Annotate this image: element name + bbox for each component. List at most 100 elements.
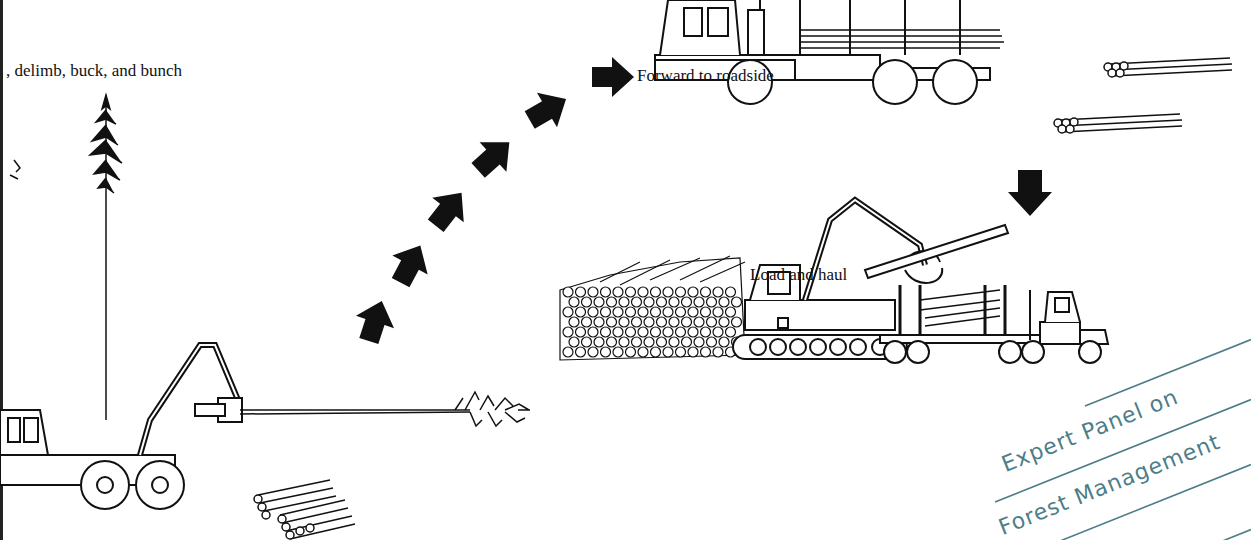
log-end bbox=[607, 337, 617, 347]
log-end bbox=[638, 347, 648, 357]
log-end bbox=[701, 307, 711, 317]
log-end bbox=[688, 347, 698, 357]
log-loader bbox=[850, 339, 866, 355]
log-bunch bbox=[254, 480, 355, 539]
forwarder-machine bbox=[933, 60, 977, 104]
log-end bbox=[657, 317, 667, 327]
log-truck bbox=[1055, 298, 1069, 312]
log-truck bbox=[1045, 292, 1080, 322]
log-end bbox=[626, 327, 636, 337]
log-loader bbox=[750, 339, 766, 355]
log-end bbox=[707, 337, 717, 347]
log-bundle bbox=[1070, 118, 1078, 126]
log-end bbox=[632, 337, 642, 347]
log-end bbox=[569, 337, 579, 347]
log-bunch bbox=[262, 511, 270, 519]
log-loader bbox=[810, 339, 826, 355]
log-end bbox=[707, 297, 717, 307]
harvester-machine bbox=[152, 477, 168, 493]
log-end bbox=[619, 317, 629, 327]
harvester-machine bbox=[195, 404, 225, 416]
log-end bbox=[582, 297, 592, 307]
forwarder-machine bbox=[873, 60, 917, 104]
log-end bbox=[563, 307, 573, 317]
log-end bbox=[601, 327, 611, 337]
log-bundle bbox=[1120, 62, 1128, 70]
log-deck bbox=[560, 258, 745, 360]
log-end bbox=[676, 327, 686, 337]
log-end bbox=[569, 317, 579, 327]
log-end bbox=[694, 317, 704, 327]
log-end bbox=[588, 327, 598, 337]
forwarder-machine bbox=[655, 0, 1004, 104]
harvester-machine bbox=[81, 461, 129, 509]
log-truck bbox=[880, 285, 1108, 363]
standing-tree bbox=[90, 95, 122, 193]
log-end bbox=[701, 287, 711, 297]
log-end bbox=[638, 307, 648, 317]
log-loader bbox=[805, 200, 925, 300]
log-end bbox=[707, 317, 717, 327]
log-bundle bbox=[1054, 58, 1232, 133]
flow-arrows bbox=[350, 295, 401, 347]
forwarder-machine bbox=[790, 0, 960, 55]
panel-rule bbox=[1180, 530, 1251, 540]
standing-tree bbox=[10, 160, 20, 179]
log-end bbox=[613, 347, 623, 357]
log-end bbox=[601, 307, 611, 317]
log-end bbox=[663, 347, 673, 357]
standing-tree bbox=[10, 95, 122, 420]
log-end bbox=[576, 347, 586, 357]
log-end bbox=[732, 297, 742, 307]
felled-tree bbox=[240, 412, 470, 414]
log-bundle bbox=[1108, 69, 1116, 77]
log-end bbox=[619, 297, 629, 307]
log-bunch bbox=[278, 515, 286, 523]
log-bunch bbox=[306, 524, 314, 532]
log-end bbox=[607, 317, 617, 327]
forwarder-machine bbox=[759, 0, 761, 10]
step-label: Load and haul bbox=[750, 266, 847, 283]
log-end bbox=[588, 307, 598, 317]
log-end bbox=[632, 297, 642, 307]
log-end bbox=[663, 307, 673, 317]
harvester-machine bbox=[0, 410, 48, 455]
log-end bbox=[576, 327, 586, 337]
log-end bbox=[719, 297, 729, 307]
log-deck bbox=[600, 256, 745, 285]
log-end bbox=[719, 337, 729, 347]
log-end bbox=[651, 307, 661, 317]
log-end bbox=[626, 287, 636, 297]
forwarder-machine bbox=[800, 30, 1004, 48]
log-end bbox=[613, 287, 623, 297]
log-end bbox=[594, 297, 604, 307]
log-truck bbox=[1040, 322, 1080, 344]
harvester-machine bbox=[97, 477, 113, 493]
log-bunch bbox=[258, 503, 266, 511]
log-bunch bbox=[254, 495, 262, 503]
log-loader bbox=[830, 339, 846, 355]
log-end bbox=[601, 287, 611, 297]
log-end bbox=[588, 347, 598, 357]
log-end bbox=[582, 337, 592, 347]
log-end bbox=[644, 297, 654, 307]
log-end bbox=[688, 287, 698, 297]
log-end bbox=[619, 337, 629, 347]
log-end bbox=[663, 327, 673, 337]
log-bunch bbox=[258, 480, 336, 511]
log-loader bbox=[745, 300, 895, 330]
log-truck bbox=[1079, 341, 1101, 363]
flow-arrows bbox=[592, 57, 634, 97]
harvester-machine bbox=[0, 345, 242, 509]
log-end bbox=[613, 307, 623, 317]
log-end bbox=[651, 287, 661, 297]
step-label: Forward to roadside bbox=[637, 67, 774, 84]
log-end bbox=[594, 337, 604, 347]
log-end bbox=[588, 287, 598, 297]
log-end bbox=[669, 297, 679, 307]
forwarder-machine bbox=[708, 8, 728, 36]
log-end bbox=[701, 347, 711, 357]
log-bunch bbox=[282, 523, 290, 531]
harvester-machine bbox=[8, 418, 20, 442]
